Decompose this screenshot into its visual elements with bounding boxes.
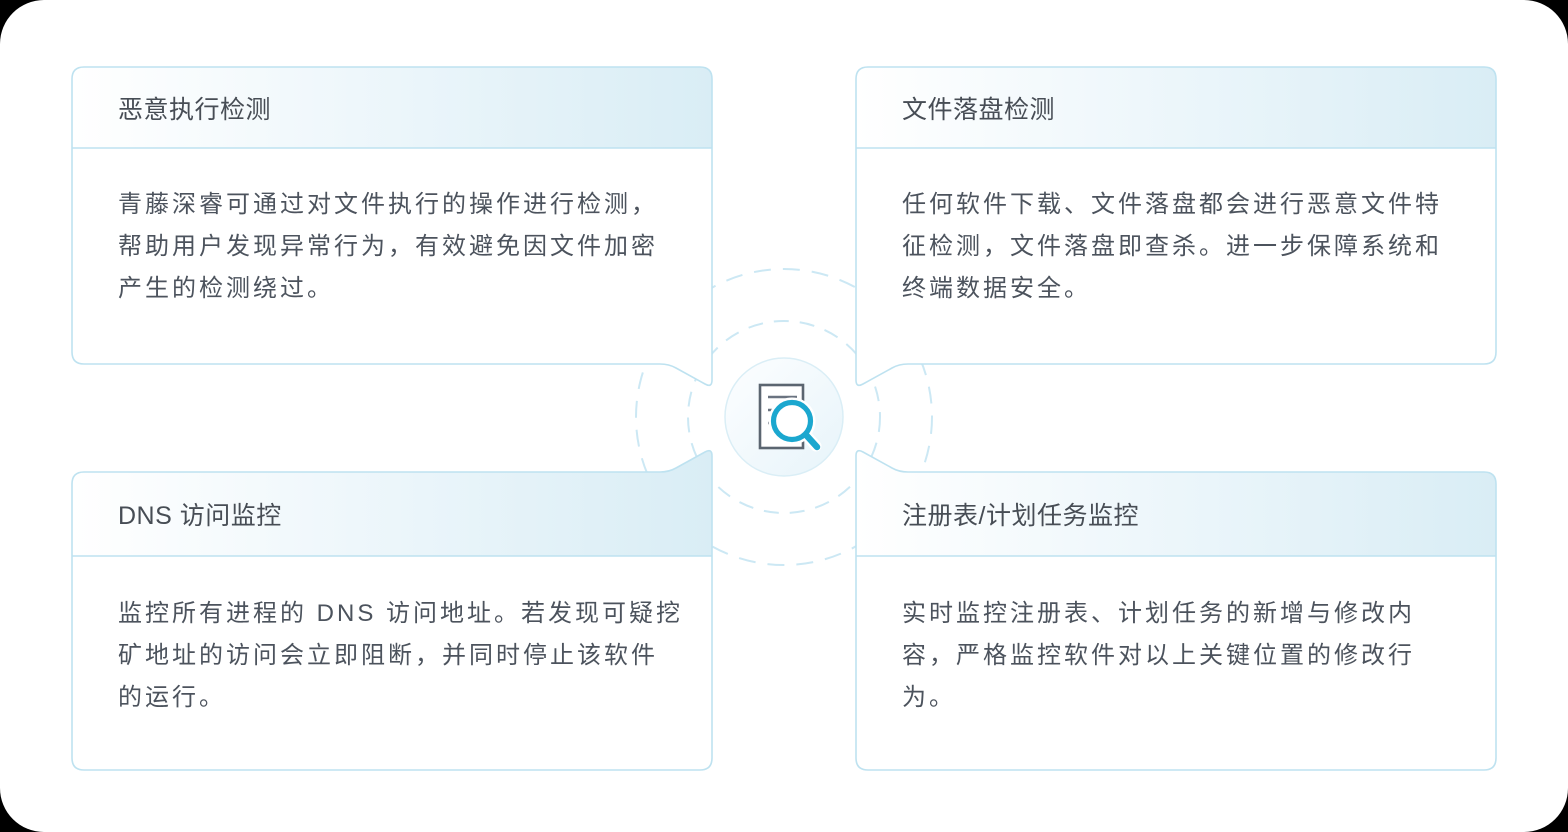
card-body-malicious-execution: 青藤深睿可通过对文件执行的操作进行检测， 帮助用户发现异常行为，有效避免因文件加…	[118, 191, 658, 302]
card-outline	[71, 449, 713, 771]
outer-dashed-circle	[635, 268, 933, 566]
card-outline	[71, 66, 713, 387]
card-header-band	[72, 67, 712, 148]
card-title-malicious-execution: 恶意执行检测	[118, 95, 272, 124]
card-title-file-drop: 文件落盘检测	[902, 95, 1056, 124]
card-body-registry-task-monitoring: 实时监控注册表、计划任务的新增与修改内 容，严格监控软件对以上关键位置的修改行 …	[902, 600, 1415, 711]
card-header-band	[72, 450, 712, 556]
card-outline	[855, 449, 1497, 771]
card-header-band	[856, 450, 1496, 556]
card-shape-top-right	[855, 66, 1497, 387]
card-title-dns-monitoring: DNS 访问监控	[118, 502, 282, 530]
card-body-dns-monitoring: 监控所有进程的 DNS 访问地址。若发现可疑挖 矿地址的访问会立即阻断，并同时停…	[118, 600, 684, 711]
card-shape-bottom-left	[71, 449, 713, 771]
card-outline	[855, 66, 1497, 387]
card-title-registry-task-monitoring: 注册表/计划任务监控	[902, 502, 1139, 530]
document-search-icon	[758, 383, 822, 452]
card-body-file-drop: 任何软件下载、文件落盘都会进行恶意文件特 征检测，文件落盘即查杀。进一步保障系统…	[902, 191, 1442, 302]
inner-dashed-circle	[687, 320, 881, 514]
magnifier-lens	[770, 399, 814, 443]
card-header-band	[856, 67, 1496, 148]
card-shape-top-left	[71, 66, 713, 387]
dashed-orbit-circles	[635, 268, 933, 566]
card-shape-bottom-right	[855, 449, 1497, 771]
magnifier-handle	[803, 432, 821, 451]
